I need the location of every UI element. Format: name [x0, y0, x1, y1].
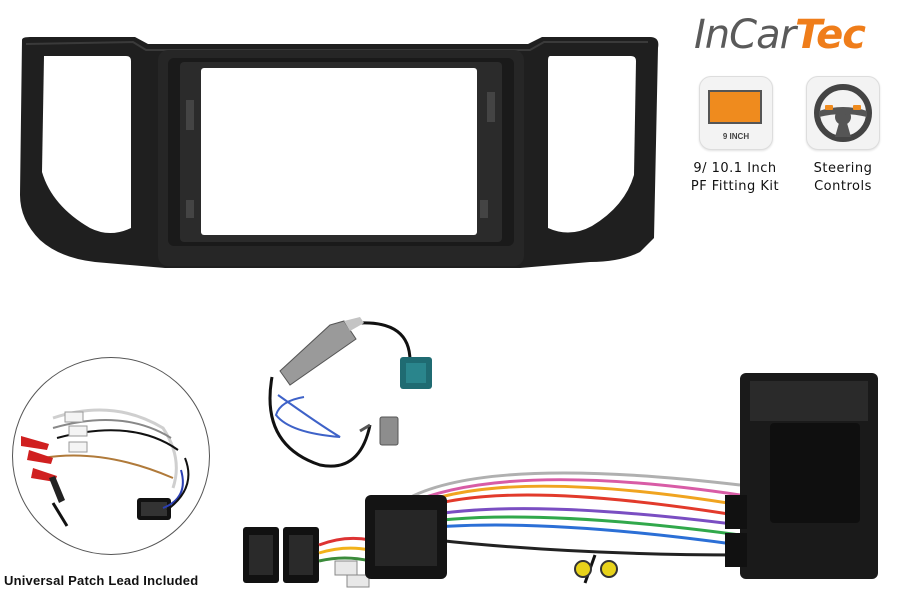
fascia-panel [20, 37, 659, 268]
patch-lead-illustration [21, 408, 190, 527]
steering-controls-caption-line1: Steering [813, 161, 873, 176]
fitting-kit-caption-line2: PF Fitting Kit [690, 179, 780, 194]
screen-size-tile: 9 INCH [699, 76, 773, 150]
patch-lead-circle [12, 357, 210, 555]
screen-icon [708, 90, 762, 124]
screen-size-tag: 9 INCH [722, 132, 750, 141]
steering-controls-caption: Steering Controls [790, 160, 896, 196]
brand-logo: InCarTec [694, 12, 866, 58]
brand-name-part1: InCar [694, 12, 796, 58]
aerial-adapter [268, 317, 432, 468]
steering-wheel-icon [814, 84, 872, 142]
steering-controls-tile [806, 76, 880, 150]
brand-name-part2: Tec [795, 12, 866, 58]
patch-lead-caption: Universal Patch Lead Included [4, 573, 199, 588]
fitting-kit-caption: 9/ 10.1 Inch PF Fitting Kit [680, 160, 790, 196]
wiring-harness [243, 373, 878, 588]
fitting-kit-caption-line1: 9/ 10.1 Inch [693, 161, 777, 176]
steering-controls-caption-line2: Controls [814, 179, 872, 194]
